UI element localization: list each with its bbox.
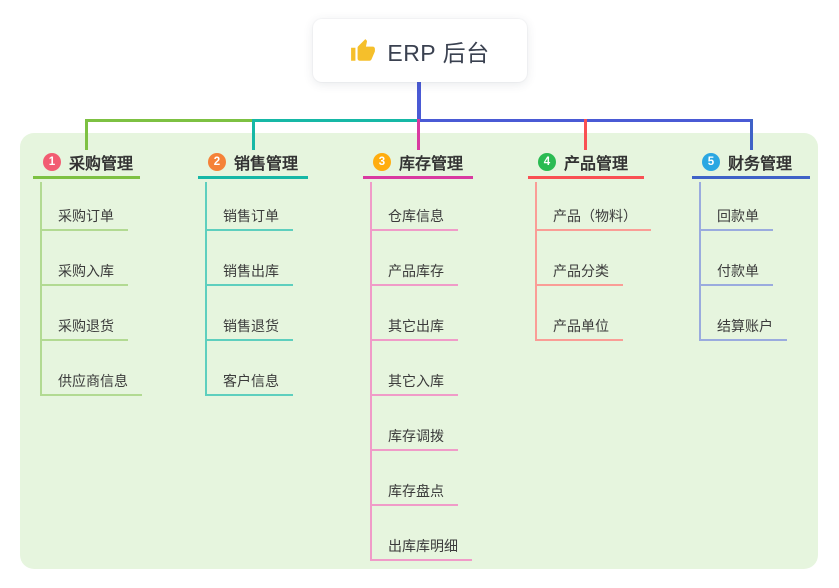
leaf-node[interactable]: 结算账户 (699, 307, 787, 341)
drop-line-finance (750, 119, 753, 150)
leaf-node[interactable]: 出库库明细 (370, 527, 472, 561)
root-node-label: ERP 后台 (387, 39, 490, 66)
branch-trunk-line (205, 182, 207, 396)
leaf-label: 供应商信息 (58, 373, 128, 389)
leaf-label: 其它出库 (388, 318, 444, 334)
leaf-label: 付款单 (717, 263, 759, 279)
leaf-node[interactable]: 付款单 (699, 252, 773, 286)
thumbs-up-icon (351, 38, 376, 61)
branch-label: 销售管理 (234, 155, 299, 173)
leaf-label: 产品（物料） (553, 208, 637, 224)
branch-header-purchase[interactable]: 1 采购管理 (33, 147, 140, 179)
drop-line-product (584, 119, 587, 150)
branch-label: 库存管理 (399, 155, 464, 173)
branch-trunk-line (370, 182, 372, 561)
leaf-node[interactable]: 产品分类 (535, 252, 623, 286)
branch-header-inventory[interactable]: 3 库存管理 (363, 147, 473, 179)
branch-trunk-line (535, 182, 537, 341)
leaf-node[interactable]: 库存盘点 (370, 472, 458, 506)
leaf-label: 其它入库 (388, 373, 444, 389)
leaf-node[interactable]: 客户信息 (205, 362, 293, 396)
branch-number-badge: 1 (43, 152, 61, 171)
leaf-label: 产品分类 (553, 263, 609, 279)
leaf-node[interactable]: 库存调拨 (370, 417, 458, 451)
leaf-node[interactable]: 其它出库 (370, 307, 458, 341)
leaf-label: 库存调拨 (388, 428, 444, 444)
branch-number-badge: 4 (538, 152, 556, 171)
leaf-node[interactable]: 产品（物料） (535, 197, 651, 231)
branch-label: 产品管理 (564, 155, 629, 173)
leaf-node[interactable]: 采购入库 (40, 252, 128, 286)
branches-panel (20, 133, 818, 569)
branch-trunk-line (699, 182, 701, 341)
branch-number-badge: 2 (208, 152, 226, 171)
connector-line-sales (253, 119, 418, 122)
leaf-label: 销售订单 (223, 208, 279, 224)
leaf-label: 采购退货 (58, 318, 114, 334)
connector-line-purchase (86, 119, 254, 122)
branch-number-badge: 3 (373, 152, 391, 171)
leaf-label: 库存盘点 (388, 483, 444, 499)
leaf-label: 销售退货 (223, 318, 279, 334)
drop-line-sales (252, 119, 255, 150)
root-stem-line (417, 81, 421, 120)
branch-header-finance[interactable]: 5 财务管理 (692, 147, 810, 179)
branch-label: 采购管理 (69, 155, 134, 173)
leaf-label: 产品单位 (553, 318, 609, 334)
branch-trunk-line (40, 182, 42, 396)
root-node[interactable]: ERP 后台 (313, 19, 527, 82)
leaf-node[interactable]: 销售退货 (205, 307, 293, 341)
leaf-node[interactable]: 采购订单 (40, 197, 128, 231)
branch-header-product[interactable]: 4 产品管理 (528, 147, 644, 179)
leaf-label: 结算账户 (717, 318, 773, 334)
drop-line-purchase (85, 119, 88, 150)
leaf-node[interactable]: 其它入库 (370, 362, 458, 396)
leaf-node[interactable]: 采购退货 (40, 307, 128, 341)
leaf-node[interactable]: 产品单位 (535, 307, 623, 341)
leaf-node[interactable]: 回款单 (699, 197, 773, 231)
branch-header-sales[interactable]: 2 销售管理 (198, 147, 308, 179)
leaf-node[interactable]: 销售出库 (205, 252, 293, 286)
drop-line-inventory (417, 119, 420, 150)
branch-number-badge: 5 (702, 152, 720, 171)
leaf-label: 销售出库 (223, 263, 279, 279)
leaf-node[interactable]: 产品库存 (370, 252, 458, 286)
leaf-label: 产品库存 (388, 263, 444, 279)
leaf-label: 客户信息 (223, 373, 279, 389)
leaf-node[interactable]: 供应商信息 (40, 362, 142, 396)
leaf-node[interactable]: 销售订单 (205, 197, 293, 231)
leaf-label: 回款单 (717, 208, 759, 224)
leaf-label: 出库库明细 (388, 538, 458, 554)
leaf-label: 采购入库 (58, 263, 114, 279)
leaf-node[interactable]: 仓库信息 (370, 197, 458, 231)
branch-label: 财务管理 (728, 155, 793, 173)
leaf-label: 仓库信息 (388, 208, 444, 224)
leaf-label: 采购订单 (58, 208, 114, 224)
